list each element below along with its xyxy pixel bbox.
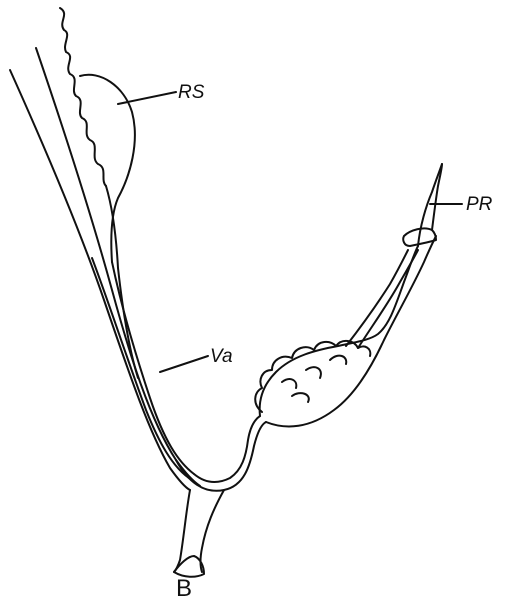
label-rs: RS	[178, 82, 205, 103]
duct-bend	[176, 416, 266, 491]
gland-fold-1	[282, 379, 296, 388]
stalk-right	[201, 490, 225, 572]
stalk-knob	[174, 556, 204, 577]
arm-upper-wall	[260, 246, 418, 416]
gland-fold-2	[306, 367, 321, 378]
label-va: Va	[210, 346, 233, 367]
label-pr: PR	[466, 194, 493, 215]
bend-inner	[194, 416, 260, 482]
gland-fold-4	[292, 393, 309, 402]
vagina-duct	[10, 48, 200, 490]
stalk-left	[174, 490, 190, 572]
duct-right-wall	[112, 262, 194, 474]
lower-stalk	[174, 490, 224, 577]
receptaculum-scalloped-wall	[60, 8, 106, 186]
va-leader-line	[160, 356, 208, 372]
right-arm	[260, 228, 436, 426]
tip-right	[432, 164, 442, 230]
gland-fold-3	[330, 356, 346, 364]
duct-inner-lumen	[92, 258, 192, 480]
panel-letter: B	[176, 575, 192, 602]
